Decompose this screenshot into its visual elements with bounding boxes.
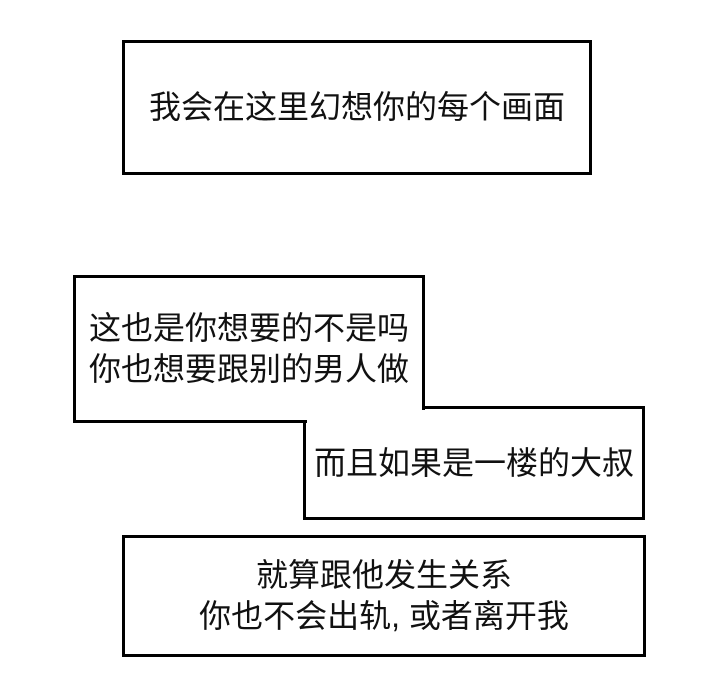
speech-bubble-2: 这也是你想要的不是吗 你也想要跟别的男人做 <box>73 275 425 423</box>
speech-line: 你也不会出轨, 或者离开我 <box>199 598 569 634</box>
bubble-merge-patch <box>307 410 435 434</box>
speech-line: 就算跟他发生关系 <box>255 557 512 593</box>
speech-line: 我会在这里幻想你的每个画面 <box>148 89 565 125</box>
speech-bubble-4: 就算跟他发生关系 你也不会出轨, 或者离开我 <box>122 535 646 657</box>
speech-line: 你也想要跟别的男人做 <box>88 351 409 387</box>
speech-line: 而且如果是一楼的大叔 <box>313 444 634 481</box>
speech-line: 这也是你想要的不是吗 <box>88 310 409 346</box>
speech-bubble-1: 我会在这里幻想你的每个画面 <box>122 40 592 175</box>
speech-bubble-3: 而且如果是一楼的大叔 <box>303 406 645 520</box>
